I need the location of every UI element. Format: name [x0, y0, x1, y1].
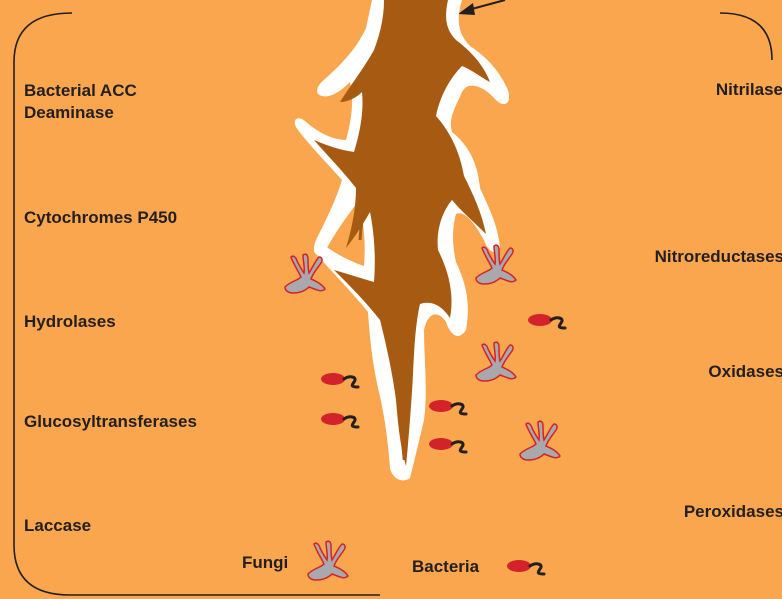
fungus-icon [472, 339, 520, 383]
bacterium-icon [320, 371, 370, 391]
label-line: Bacterial ACC Deaminase [24, 81, 137, 122]
bacterium-icon [320, 411, 370, 431]
bacterium-icon [506, 558, 556, 578]
label-oxidases: Oxidases [708, 361, 782, 383]
right-bracket [720, 13, 772, 60]
label-cytochromes-p450: Cytochromes P450 [24, 207, 177, 229]
label-peroxidases: Peroxidases [684, 501, 782, 523]
fungus-icon [281, 251, 329, 295]
bacterium-icon [428, 436, 478, 456]
label-laccase: Laccase [24, 515, 91, 537]
label-nitroreductases: Nitroreductases [655, 246, 782, 268]
bacterium-icon [527, 312, 577, 332]
legend-bacteria-label: Bacteria [412, 556, 479, 578]
label-glucosyltransferases: Glucosyltransferases [24, 411, 197, 433]
fungus-icon [472, 242, 520, 286]
fungus-icon [304, 538, 352, 582]
bacterium-icon [428, 398, 478, 418]
label-hydrolases: Hydrolases [24, 311, 116, 333]
fungus-icon [516, 418, 564, 462]
label-bacterial-acc-deaminase: Bacterial ACC Deaminase [24, 80, 137, 124]
legend-fungi-label: Fungi [242, 552, 288, 574]
arrow-icon [458, 0, 505, 15]
label-nitrilase: Nitrilase [716, 79, 782, 101]
